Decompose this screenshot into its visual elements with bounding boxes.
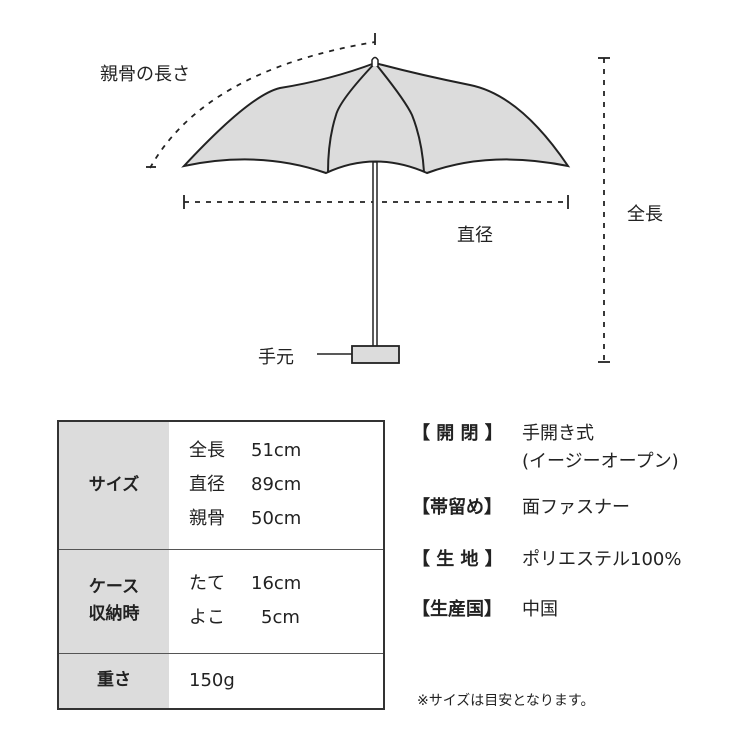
spec-key: 直径 — [189, 474, 225, 496]
umbrella-rib — [327, 62, 376, 173]
table-row: サイズ 全長 51cm 直径 89cm 親骨 50cm — [58, 420, 384, 549]
spec-value: 16cm — [251, 573, 302, 594]
spec-key: たて — [189, 573, 225, 594]
rib-length-label: 親骨の長さ — [100, 64, 190, 85]
weight-value: 150g — [169, 652, 384, 709]
info-opening: 【 開 閉 】手開き式(イージーオープン) — [412, 423, 679, 472]
spec-item: 全長 51cm — [189, 434, 383, 468]
umbrella-rib — [374, 62, 425, 173]
spec-key: 親骨 — [189, 508, 225, 530]
spec-key: 全長 — [189, 440, 225, 462]
info-strap: 【帯留め】面ファスナー — [412, 497, 630, 518]
spec-item: たて 16cm — [189, 567, 383, 601]
size-header: サイズ — [58, 420, 169, 549]
umbrella-tip — [371, 56, 379, 66]
info-fabric: 【 生 地 】ポリエステル100% — [412, 549, 682, 570]
spec-key: よこ — [189, 607, 225, 628]
spec-value: 5cm — [261, 607, 300, 628]
umbrella-diagram — [146, 33, 610, 364]
umbrella-shaft — [372, 161, 378, 348]
spec-item: 直径 89cm — [189, 468, 383, 502]
size-note: ※サイズは目安となります。 — [417, 693, 595, 709]
table-row: ケース収納時 たて 16cm よこ 5cm — [58, 548, 384, 653]
rib-length-dimension-line — [149, 41, 376, 169]
diameter-label: 直径 — [457, 225, 493, 246]
umbrella-handle — [351, 345, 400, 364]
weight-header: 重さ — [58, 652, 169, 709]
spec-table: サイズ 全長 51cm 直径 89cm 親骨 50cm ケース収納時 たて 16cm よ… — [57, 420, 385, 710]
spec-item: よこ 5cm — [189, 601, 383, 635]
info-origin: 【生産国】中国 — [412, 599, 558, 620]
spec-value: 50cm — [251, 508, 302, 530]
spec-value: 89cm — [251, 474, 302, 496]
table-row: 重さ 150g — [58, 652, 384, 709]
spec-value: 51cm — [251, 440, 302, 462]
case-header: ケース収納時 — [58, 548, 169, 653]
total-length-label: 全長 — [627, 204, 663, 225]
umbrella-canopy — [181, 61, 571, 175]
handle-label: 手元 — [258, 347, 294, 368]
spec-item: 親骨 50cm — [189, 502, 383, 536]
